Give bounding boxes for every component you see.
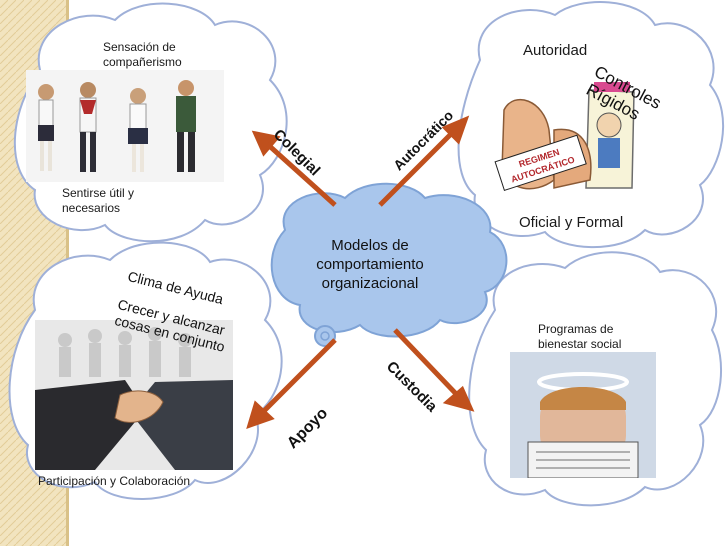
- tl-caption-line1: Sentirse útil y: [62, 186, 135, 200]
- tl-title-line2: compañerismo: [103, 55, 182, 69]
- jar-lid: [594, 82, 630, 92]
- tiny-person-head: [596, 112, 622, 138]
- background-people: [58, 327, 192, 377]
- arrow-colegial: [263, 140, 337, 207]
- center-line1: Modelos de: [331, 237, 409, 254]
- arrowhead-apoyo: [246, 400, 275, 429]
- student-2: [79, 82, 97, 172]
- tiny-person-body: [598, 138, 620, 168]
- tr-caption: Oficial y Formal: [519, 214, 624, 231]
- tl-caption: Sentirse útil y necesarios: [62, 186, 134, 216]
- center-line3: organizacional: [321, 275, 419, 292]
- angel-cartoon: [510, 352, 656, 478]
- arrowhead-custodia: [442, 385, 475, 412]
- arrows: [246, 115, 475, 429]
- tl-caption-line2: necesarios: [62, 201, 121, 215]
- handshake-photo: [35, 320, 233, 470]
- autocratic-cartoon: REGIMEN AUTOCRÁTICO: [494, 70, 646, 204]
- tl-title: Sensación de compañerismo: [103, 40, 182, 70]
- tl-title-line1: Sensación de: [103, 40, 176, 54]
- br-title-line2: bienestar social: [538, 337, 622, 351]
- center-line2: comportamiento: [316, 256, 424, 273]
- arrowhead-colegial: [251, 130, 281, 157]
- center-cloud: [270, 182, 508, 347]
- arrow-apoyo: [258, 338, 337, 417]
- center-title: Modelos de comportamiento organizacional: [300, 236, 440, 293]
- arrowhead-autocratico: [441, 115, 470, 145]
- student-1: [38, 84, 54, 171]
- student-3: [128, 88, 148, 172]
- sleeve-left: [35, 380, 145, 470]
- br-title-line1: Programas de: [538, 322, 614, 336]
- hair: [540, 387, 626, 410]
- bl-caption: Participación y Colaboración: [38, 474, 191, 488]
- student-4: [176, 80, 196, 172]
- arrow-custodia: [393, 328, 462, 400]
- newspaper-lines: [536, 451, 630, 469]
- tr-title: Autoridad: [523, 42, 588, 59]
- face: [540, 396, 626, 456]
- students-photo: [26, 70, 224, 182]
- br-title: Programas de bienestar social: [538, 322, 621, 352]
- arrow-autocratico: [378, 128, 457, 207]
- handshake: [114, 390, 164, 423]
